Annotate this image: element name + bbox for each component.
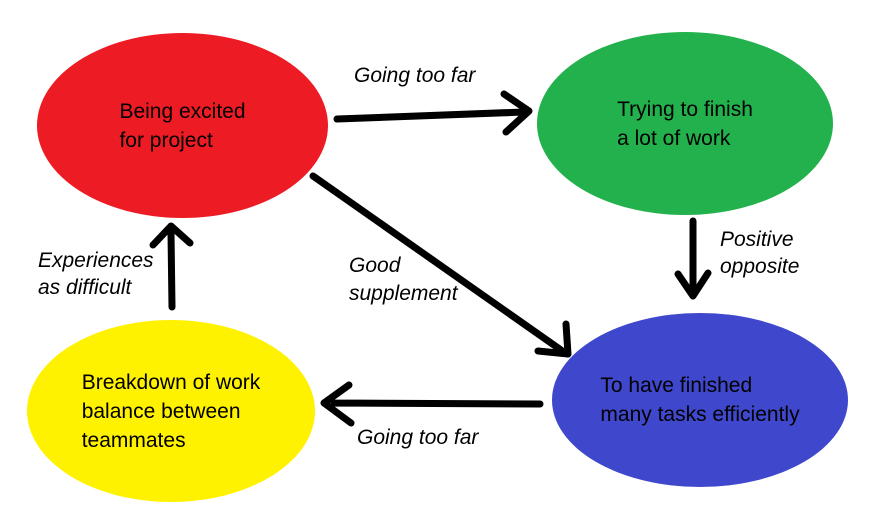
edge-label-positive-opposite: Positive opposite: [720, 226, 799, 280]
node-label-line: To have finished: [600, 374, 753, 397]
node-label-line: for project: [119, 128, 213, 152]
node-finished-tasks: To have finished many tasks efficiently: [552, 313, 848, 487]
arrow-excited-to-trying: [333, 90, 533, 136]
edge-label-line: Experiences: [38, 249, 154, 272]
arrow-finished-to-breakdown: [320, 381, 544, 427]
edge-label-going-too-far-bottom: Going too far: [357, 424, 478, 451]
node-being-excited: Being excited for project: [37, 33, 328, 218]
node-label-line: many tasks efficiently: [600, 403, 800, 426]
node-label-line: Breakdown of work: [81, 370, 261, 394]
edge-label-line: Going too far: [354, 64, 476, 87]
edge-label-line: Good: [349, 254, 401, 277]
edge-label-experiences-as-difficult: Experiences as difficult: [38, 247, 154, 301]
edge-label-line: supplement: [349, 282, 458, 305]
node-work-balance-breakdown: Breakdown of work balance between teamma…: [27, 320, 315, 502]
node-label-line: Trying to finish: [617, 97, 753, 121]
edge-label-line: Positive: [720, 228, 794, 251]
node-label-line: Being excited: [119, 99, 246, 123]
edge-label-line: as difficult: [38, 276, 132, 299]
edge-label-good-supplement: Good supplement: [349, 252, 458, 308]
node-label-line: balance between: [81, 399, 241, 423]
edge-label-going-too-far-top: Going too far: [354, 62, 475, 89]
node-trying-to-finish: Trying to finish a lot of work: [537, 32, 833, 215]
node-label-line: teammates: [81, 428, 186, 452]
node-work-balance-breakdown-label: Breakdown of work balance between teamma…: [82, 368, 261, 455]
edge-label-line: opposite: [720, 255, 800, 278]
arrow-breakdown-to-excited: [149, 222, 194, 311]
node-being-excited-label: Being excited for project: [119, 97, 245, 155]
arrow-trying-to-finished: [674, 217, 712, 300]
node-finished-tasks-label: To have finished many tasks efficiently: [600, 371, 799, 429]
edge-label-line: Going too far: [357, 426, 479, 449]
node-trying-to-finish-label: Trying to finish a lot of work: [617, 95, 753, 153]
node-label-line: a lot of work: [617, 126, 731, 150]
